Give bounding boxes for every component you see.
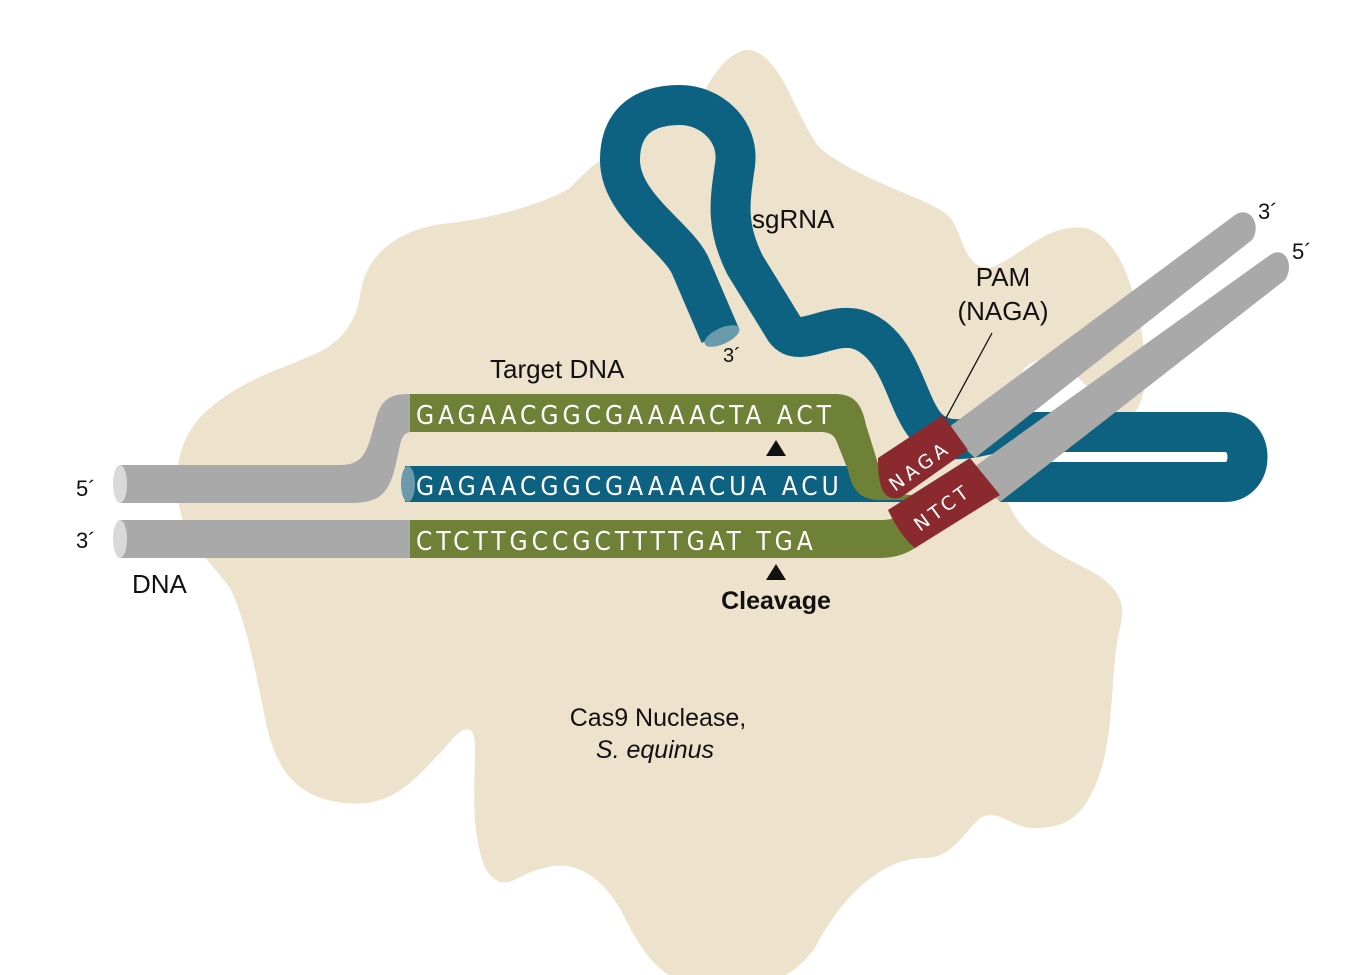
cleavage-arrow-bottom-icon bbox=[766, 564, 786, 580]
right-top-end-label: 3´ bbox=[1258, 199, 1278, 224]
pam-top-segment bbox=[878, 415, 968, 499]
sgrna-3prime-cap bbox=[704, 325, 740, 347]
dna-label: DNA bbox=[132, 569, 188, 599]
left-bottom-end-label: 3´ bbox=[76, 528, 96, 553]
pam-bottom-segment bbox=[888, 458, 1000, 548]
sgrna-5prime-cap bbox=[401, 466, 415, 502]
target-strand-top bbox=[410, 394, 915, 500]
cas9-protein-shape bbox=[176, 49, 1146, 975]
sgrna-3prime-label: 3´ bbox=[723, 345, 741, 367]
target-strand-sequence: GAGAACGGCGAAAACTA ACT bbox=[416, 401, 835, 431]
cleavage-label: Cleavage bbox=[721, 587, 831, 615]
protein-name-label: Cas9 Nuclease, bbox=[570, 704, 746, 732]
protein-species-label: S. equinus bbox=[596, 736, 714, 764]
right-bottom-end-label: 5´ bbox=[1292, 239, 1312, 264]
dna-bottom-strand-cap bbox=[113, 520, 127, 558]
dna-top-strand-cap bbox=[113, 465, 127, 503]
dna-bottom-strand-left bbox=[120, 520, 415, 558]
dna-bottom-strand-right bbox=[970, 252, 1290, 502]
pam-leader-line bbox=[945, 332, 993, 419]
dna-right-arms bbox=[945, 212, 1290, 502]
pam-title-label: PAM bbox=[976, 262, 1030, 292]
target-dna-label: Target DNA bbox=[490, 354, 625, 384]
dna-left-duplex bbox=[113, 394, 420, 558]
dna-top-strand-left bbox=[120, 394, 420, 503]
complementary-strand-bottom bbox=[410, 514, 925, 558]
sgrna-guide-segment bbox=[405, 466, 905, 502]
complementary-strand-sequence: CTCTTGCCGCTTTTGAT TGA bbox=[416, 527, 817, 557]
pam-motif-label: (NAGA) bbox=[958, 296, 1049, 326]
sgrna-label: sgRNA bbox=[752, 204, 835, 234]
guide-rna-sequence: GAGAACGGCGAAAACUA ACU bbox=[416, 472, 843, 502]
dna-top-strand-right bbox=[945, 212, 1256, 458]
left-top-end-label: 5´ bbox=[76, 476, 96, 501]
cleavage-arrow-top-icon bbox=[766, 440, 786, 456]
